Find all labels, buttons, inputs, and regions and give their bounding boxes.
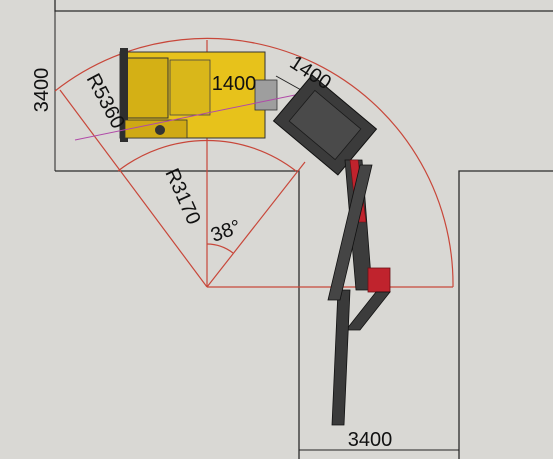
inner-wall-top [55,170,300,459]
front-frame-inner [288,89,362,161]
carrier-rear-bumper [120,48,128,142]
inner-wall-right [458,170,553,459]
outer-radius-arc [54,37,454,288]
angle-arc-38 [206,243,234,254]
outer-wall [54,0,553,12]
articulation-joint [254,79,278,111]
boom-joint-red [367,267,391,293]
bottom-3400-label: 3400 [348,429,393,451]
outer-radius-ray [59,89,208,288]
engine-cover [169,59,211,116]
angle-label: 38° [208,216,244,247]
angle-ray-line [206,161,306,288]
top-1400-label: 1400 [212,73,257,95]
left-3400-label: 3400 [31,68,53,113]
drill-boom-assembly [272,74,391,426]
drill-rig-carrier [74,48,301,142]
inner-radius-label: R3170 [160,165,204,228]
boom-long-arm [327,164,373,301]
wheel-hub [155,125,165,135]
cab-block [125,57,169,119]
feed-beam [331,289,351,426]
boom-arm-lower [345,291,391,331]
center-line-magenta [74,93,301,141]
